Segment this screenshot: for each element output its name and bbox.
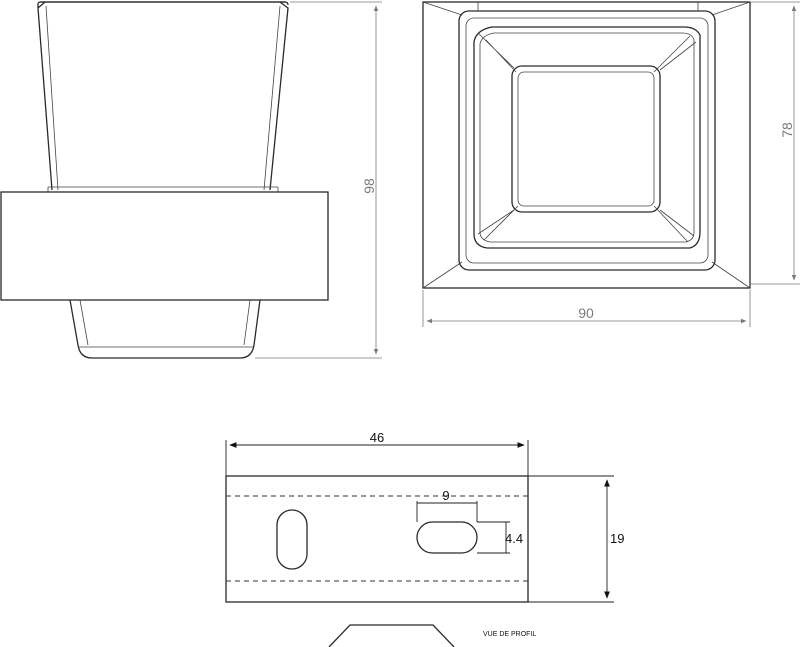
dimension-slot-height-label: 4.4 [505,531,523,546]
glass-base-inner [517,71,655,207]
top-view-frame-inner [465,17,709,264]
glass-outline-upper [37,1,289,191]
glass-top-outer [473,26,701,249]
dimension-slot-width: 9 [416,488,478,522]
profile-view-label: VUE DE PROFIL [483,631,536,638]
glass-inner-line-lower [78,299,254,348]
glass-base-outer [511,65,661,213]
top-view-frame-outer [458,10,716,271]
top-view-outer [422,1,751,289]
top-view [422,1,751,289]
dimension-plate-height: 19 [528,475,624,603]
glass-top-outer-inner [479,32,695,243]
glass-inner-line-upper [45,5,281,191]
holder-ring [0,191,329,301]
glass-ledge [47,186,279,192]
wall-plate-view [225,475,529,603]
front-view [0,1,329,359]
dimension-plate-width: 46 [225,430,529,476]
horizontal-slot [416,521,478,554]
dimension-depth: 78 [750,1,800,285]
glass-facets [477,32,697,243]
vertical-slot [276,509,308,570]
dimension-width-label: 90 [578,305,594,321]
wall-plate [225,475,529,603]
dimension-slot-width-label: 9 [442,488,449,503]
top-view-tab [477,2,699,11]
dimension-plate-width-label: 46 [370,430,384,445]
glass-outline-lower [69,299,261,359]
profile-view: VUE DE PROFIL [328,624,536,647]
top-view-bevels [422,1,751,289]
dimension-width: 90 [422,290,751,327]
dimension-plate-height-label: 19 [610,531,624,546]
dimension-slot-height: 4.4 [477,521,523,554]
dimension-height-label: 98 [361,178,377,194]
dimension-height: 98 [255,1,382,359]
profile-outline [328,624,455,647]
dimension-depth-label: 78 [779,122,795,138]
